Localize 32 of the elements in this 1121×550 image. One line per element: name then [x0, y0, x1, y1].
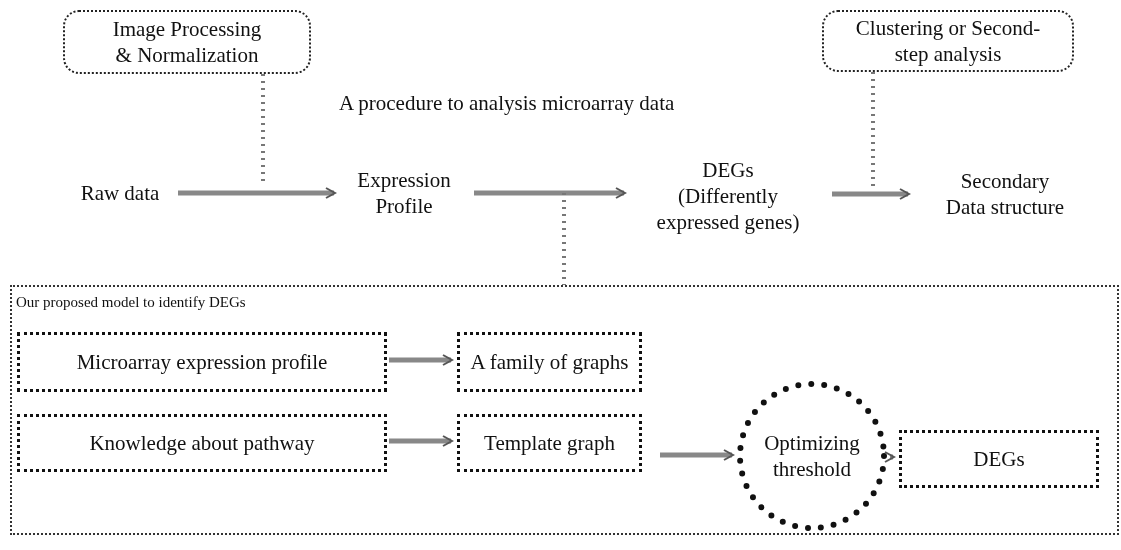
arrow — [389, 435, 453, 447]
node-text: Optimizing threshold — [763, 429, 861, 483]
process-box — [17, 332, 387, 392]
node-text: DEGs — [973, 445, 1025, 473]
node-text: Image Processing & Normalization — [111, 15, 263, 69]
model-panel — [10, 285, 1119, 535]
arrow — [178, 187, 336, 199]
node-text: Knowledge about pathway — [89, 429, 315, 457]
node-text: Template graph — [484, 429, 615, 457]
node-text: Secondary Data structure — [944, 167, 1066, 221]
dotted-connector — [562, 193, 566, 285]
process-circle — [736, 380, 888, 532]
node-text: Microarray expression profile — [76, 348, 328, 376]
process-box — [457, 414, 642, 472]
arrow — [474, 187, 626, 199]
panel-heading: Our proposed model to identify DEGs — [16, 293, 246, 312]
process-box — [17, 414, 387, 472]
node-text: A family of graphs — [470, 348, 629, 376]
arrow — [884, 451, 895, 463]
dotted-connector — [871, 72, 875, 186]
process-box — [822, 10, 1074, 72]
node-text: DEGs (Differently expressed genes) — [655, 156, 801, 236]
arrow — [832, 188, 910, 200]
node-text: Expression Profile — [356, 166, 452, 220]
process-box — [457, 332, 642, 392]
node-text: Raw data — [80, 179, 160, 207]
node-text: Clustering or Second-step analysis — [854, 14, 1042, 68]
process-box — [63, 10, 311, 74]
diagram-title: A procedure to analysis microarray data — [339, 90, 675, 117]
process-box — [899, 430, 1099, 488]
arrow — [660, 449, 734, 461]
arrow — [389, 354, 453, 366]
